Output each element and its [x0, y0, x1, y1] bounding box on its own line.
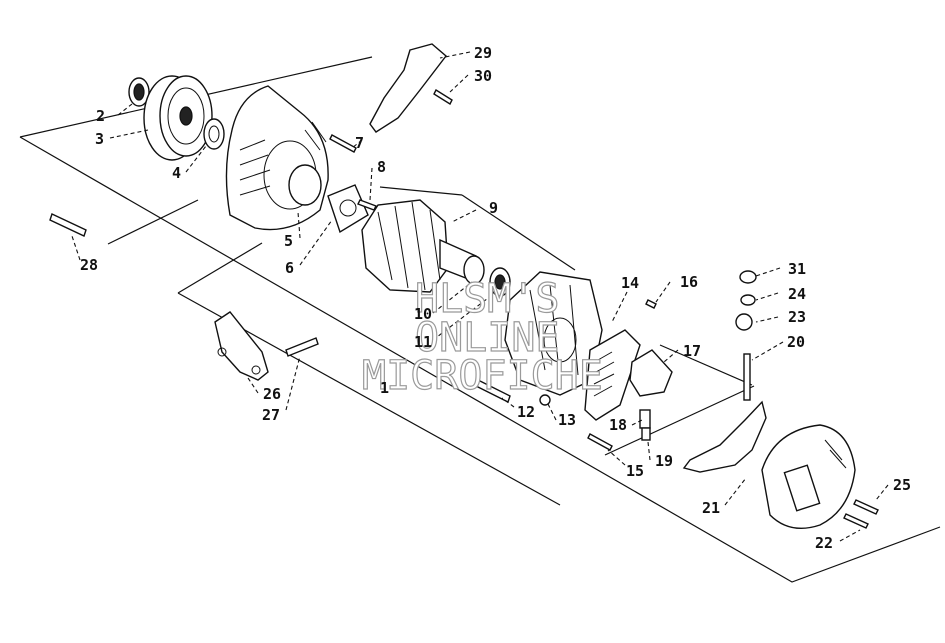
part-14-rectifier	[584, 329, 641, 421]
part-2-ring	[128, 77, 150, 107]
part-9-rotor	[361, 199, 485, 293]
callout-8: 8	[377, 158, 386, 176]
callout-5: 5	[284, 232, 293, 250]
part-17-regulator	[629, 349, 673, 397]
watermark-line-2: ONLINE	[415, 315, 560, 361]
part-31-cap	[739, 270, 757, 284]
callout-17: 17	[683, 342, 701, 360]
part-18-brush	[639, 409, 651, 441]
part-10-bearing	[489, 267, 511, 297]
part-22-rear-cover	[761, 424, 856, 529]
part-3-pulley	[143, 75, 213, 161]
part-27-bolt	[285, 337, 319, 357]
callout-29: 29	[474, 44, 492, 62]
callout-16: 16	[680, 273, 698, 291]
watermark-line-3: MICROFICHE	[362, 353, 603, 399]
callout-30: 30	[474, 67, 492, 85]
callout-31: 31	[788, 260, 806, 278]
callout-9: 9	[489, 199, 498, 217]
callout-21: 21	[702, 499, 720, 517]
part-20-stud	[743, 353, 751, 401]
part-4-spacer	[203, 118, 225, 150]
part-7-bolt	[329, 134, 357, 153]
part-29-bracket	[369, 43, 447, 133]
leader-lines	[71, 51, 889, 542]
watermark: HLSM'S ONLINE MICROFICHE	[361, 275, 603, 399]
callout-6: 6	[285, 259, 294, 277]
callout-labels: 1 2 3 4 5 6 7 8 9 10 11 12 13 14 15 16 1…	[80, 44, 911, 552]
callout-15: 15	[626, 462, 644, 480]
part-6-plate	[327, 184, 369, 234]
callout-28: 28	[80, 256, 98, 274]
callout-27: 27	[262, 406, 280, 424]
part-16-screw	[645, 299, 657, 309]
part-21-bracket	[682, 400, 767, 473]
part-30-bolt	[433, 88, 453, 106]
callout-20: 20	[787, 333, 805, 351]
callout-18: 18	[609, 416, 627, 434]
callout-22: 22	[815, 534, 833, 552]
callout-7: 7	[355, 134, 364, 152]
callout-10: 10	[414, 305, 432, 323]
callout-4: 4	[172, 164, 181, 182]
part-5-front-housing	[225, 85, 329, 231]
callout-11: 11	[414, 333, 432, 351]
callout-2: 2	[96, 107, 105, 125]
callout-13: 13	[558, 411, 576, 429]
callout-1: 1	[380, 379, 389, 397]
part-28-bolt	[49, 213, 87, 237]
part-24-washer	[740, 294, 756, 306]
watermark-line-1: HLSM'S	[415, 276, 560, 322]
callout-24: 24	[788, 285, 806, 303]
callout-3: 3	[95, 130, 104, 148]
part-13-nut	[539, 394, 551, 406]
callout-12: 12	[517, 403, 535, 421]
callout-25: 25	[893, 476, 911, 494]
part-23-insulator	[735, 313, 753, 331]
callout-19: 19	[655, 452, 673, 470]
part-25-screws	[843, 499, 879, 529]
callout-14: 14	[621, 274, 639, 292]
part-26-bracket	[214, 311, 269, 381]
part-15-screw	[587, 433, 613, 451]
callout-23: 23	[788, 308, 806, 326]
callout-26: 26	[263, 385, 281, 403]
